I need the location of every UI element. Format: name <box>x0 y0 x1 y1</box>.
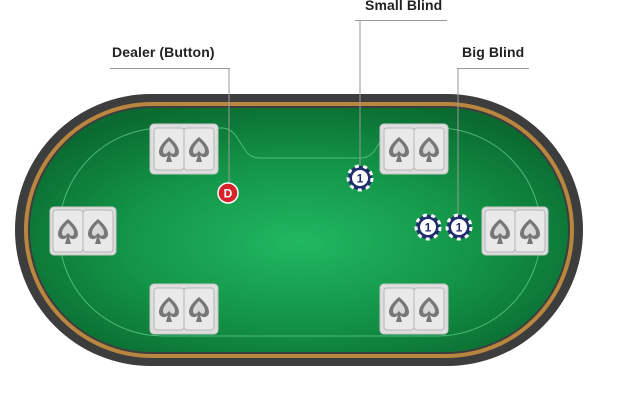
dealer-button-label: D <box>224 187 233 201</box>
big-blind-chip-right-value: 1 <box>456 221 463 235</box>
big-blind-chip-left-value: 1 <box>425 221 432 235</box>
small-blind-chip: 1 <box>346 164 374 192</box>
seat-bottom-right <box>379 283 449 335</box>
dealer-label: Dealer (Button) <box>112 44 215 60</box>
dealer-label-underline <box>110 68 230 69</box>
seat-left <box>49 206 117 256</box>
small-blind-chip-value: 1 <box>357 172 364 186</box>
small-blind-label-underline <box>355 20 447 21</box>
table-trim <box>24 102 574 358</box>
big-blind-label-underline <box>457 68 529 69</box>
big-blind-label: Big Blind <box>462 44 525 60</box>
dealer-button: D <box>217 182 239 204</box>
seat-top-left <box>149 123 219 175</box>
seat-bottom-left <box>149 283 219 335</box>
small-blind-label: Small Blind <box>365 0 443 13</box>
big-blind-chip-right: 1 <box>445 213 473 241</box>
big-blind-chip-left: 1 <box>414 213 442 241</box>
seat-top-right <box>379 123 449 175</box>
seat-right <box>481 206 549 256</box>
